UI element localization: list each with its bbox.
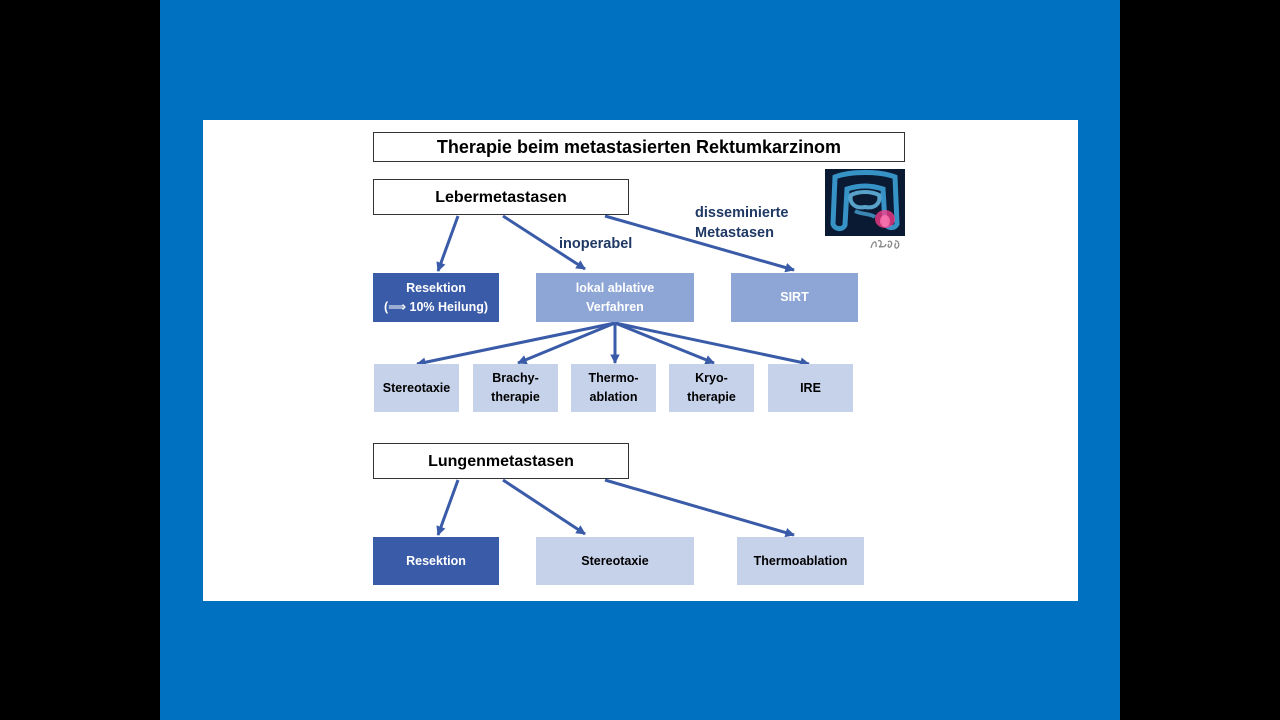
- arrow-lung-to-resection: [436, 479, 460, 536]
- arrow-lung-to-thermoablation: [604, 478, 795, 538]
- label-disseminated: disseminierte Metastasen: [695, 205, 789, 241]
- page-title: Therapie beim metastasierten Rektumkarzi…: [436, 136, 842, 157]
- arrow-ablative-to-stereotaxie: [416, 321, 616, 367]
- label-inoperable: inoperabel: [559, 236, 633, 252]
- method-label-ire: IRE: [800, 380, 821, 395]
- arrow-ablative-to-brachytherapie: [517, 321, 616, 365]
- liver-resection-box: Resektion (⟹ 10% Heilung): [373, 273, 499, 322]
- liver-resection-label: Resektion (⟹ 10% Heilung): [383, 280, 489, 314]
- method-label-thermoablation: Thermo- ablation: [588, 371, 639, 404]
- liver-metastases-heading: Lebermetastasen: [435, 188, 567, 206]
- method-box-brachytherapie: Brachy- therapie: [473, 364, 558, 412]
- lung-thermoablation-box: Thermoablation: [737, 537, 864, 585]
- method-box-ire: IRE: [768, 364, 853, 412]
- method-label-kryotherapie: Kryo- therapie: [687, 371, 736, 404]
- method-label-stereotaxie: Stereotaxie: [382, 380, 451, 395]
- lung-resection-label: Resektion: [406, 553, 466, 568]
- arrow-ablative-to-kryotherapie: [614, 321, 715, 365]
- arrow-ablative-to-ire: [614, 321, 810, 367]
- title-box: Therapie beim metastasierten Rektumkarzi…: [373, 132, 905, 162]
- signature-mark: [870, 239, 900, 249]
- lung-thermoablation-label: Thermoablation: [753, 553, 848, 568]
- diagram-panel: [203, 120, 1078, 601]
- sirt-label: SIRT: [780, 290, 809, 304]
- arrow-liver-to-ablative: [502, 214, 586, 271]
- lung-stereotaxie-box: Stereotaxie: [536, 537, 694, 585]
- sirt-box: SIRT: [731, 273, 858, 322]
- lung-metastases-box: Lungenmetastasen: [373, 443, 629, 479]
- method-box-stereotaxie: Stereotaxie: [374, 364, 459, 412]
- arrow-liver-to-resection: [436, 215, 460, 272]
- colon-xray-image: [825, 169, 905, 236]
- ablative-methods-box: lokal ablative Verfahren: [536, 273, 694, 322]
- method-box-thermoablation: Thermo- ablation: [571, 364, 656, 412]
- arrow-lung-to-stereotaxie: [502, 478, 586, 536]
- lung-metastases-heading: Lungenmetastasen: [428, 452, 574, 470]
- arrow-liver-to-sirt: [604, 214, 795, 273]
- ablative-methods-label: lokal ablative Verfahren: [575, 280, 655, 314]
- method-label-brachytherapie: Brachy- therapie: [491, 371, 540, 404]
- lung-stereotaxie-label: Stereotaxie: [581, 553, 649, 568]
- method-box-kryotherapie: Kryo- therapie: [669, 364, 754, 412]
- lung-resection-box: Resektion: [373, 537, 499, 585]
- liver-metastases-box: Lebermetastasen: [373, 179, 629, 215]
